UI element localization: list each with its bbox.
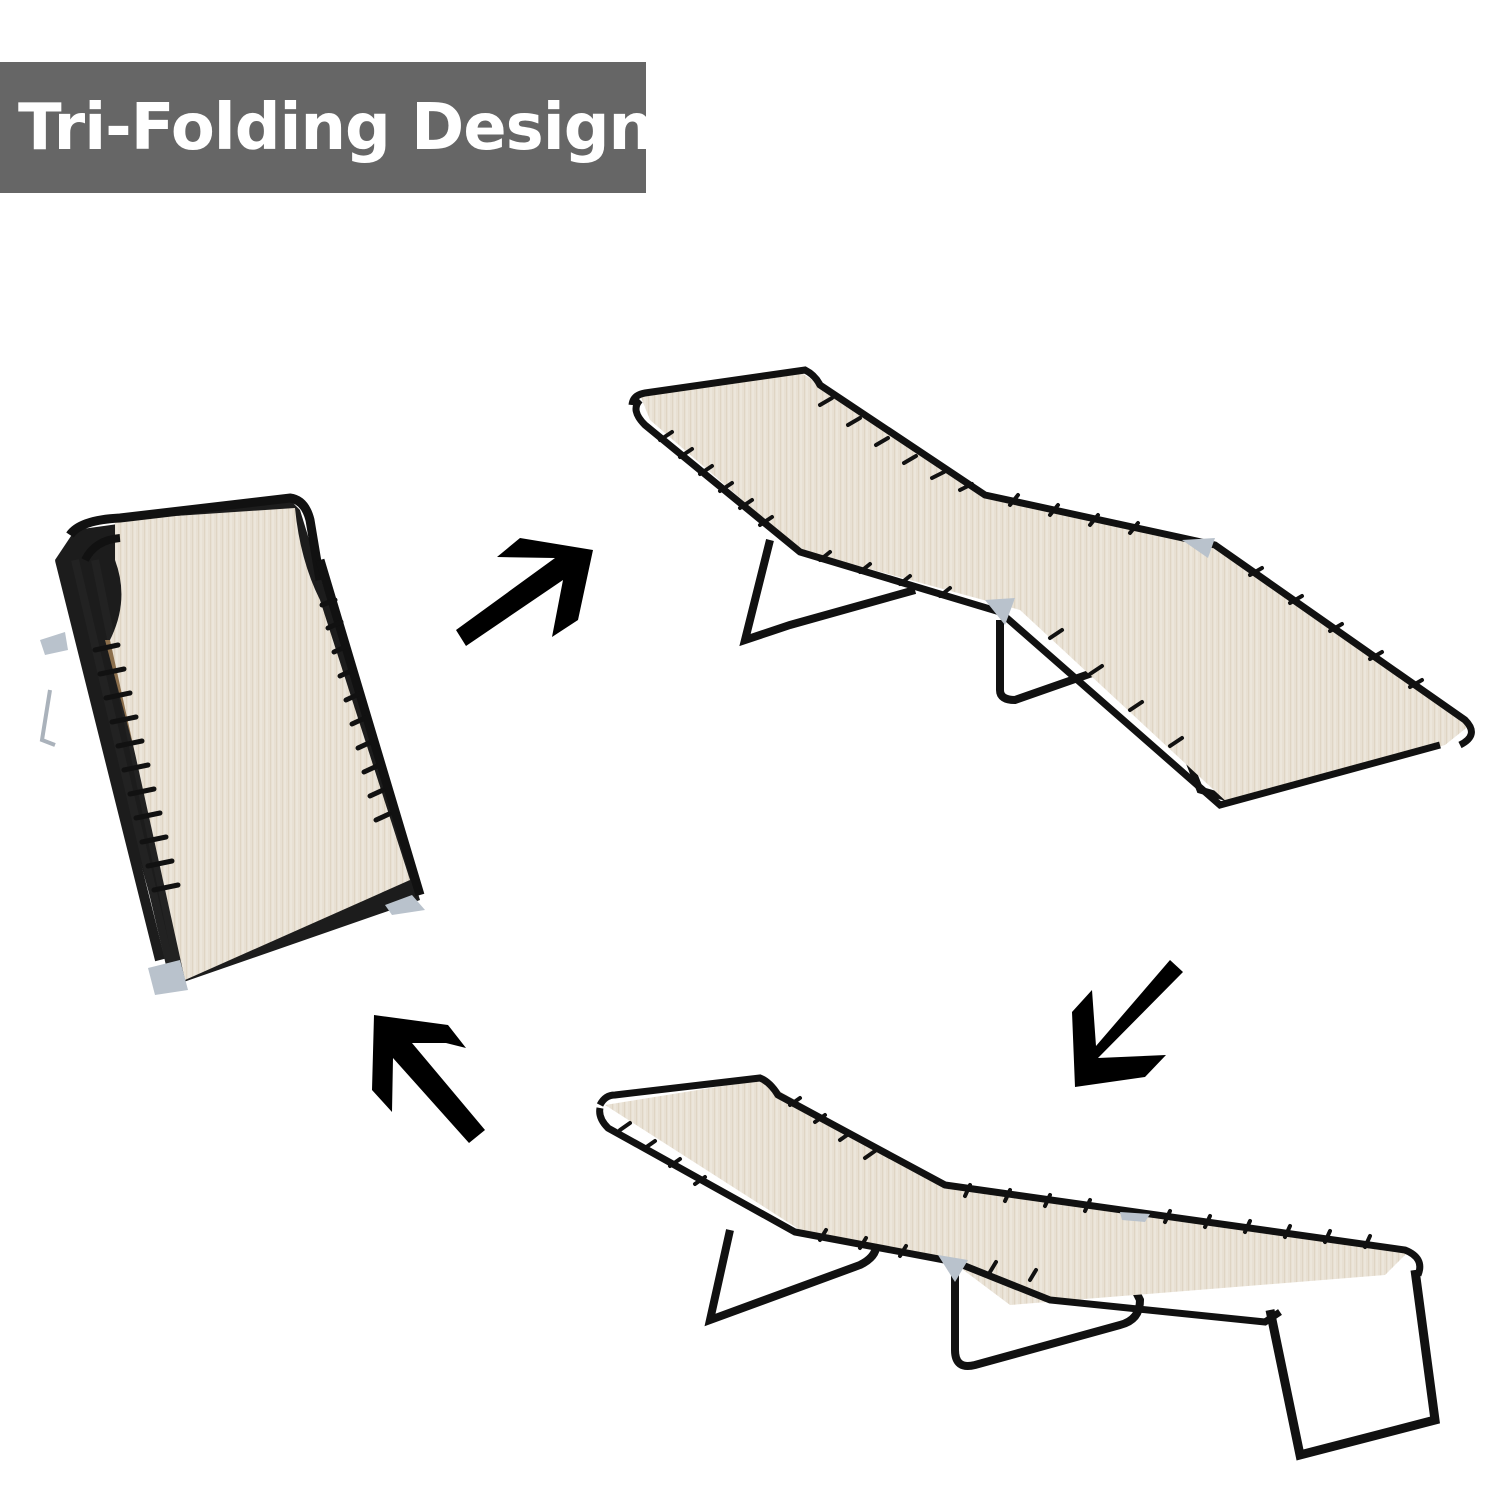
- hinge-plate: [40, 632, 68, 655]
- title-banner: Tri-Folding Design: [0, 62, 654, 193]
- arrow-up-right-icon: [456, 538, 593, 646]
- reclined-chair-illustration: [628, 366, 1475, 809]
- flat-chair-illustration: [596, 1074, 1440, 1461]
- hinge-plate: [1182, 538, 1215, 558]
- arrow-down-left-icon: [1072, 960, 1183, 1087]
- hinge-plate: [1120, 1212, 1150, 1222]
- hinge-plate: [938, 1255, 968, 1282]
- folded-chair-illustration: [39, 493, 425, 995]
- fabric-panel: [640, 372, 1470, 805]
- fabric-panel: [605, 1080, 1410, 1305]
- hinge-plate: [385, 895, 425, 915]
- hinge-plate: [148, 960, 188, 995]
- arrow-up-left-icon: [372, 1015, 485, 1143]
- hinge-plate: [985, 598, 1015, 625]
- title-text: Tri-Folding Design: [18, 90, 654, 165]
- fabric-panel: [110, 508, 410, 980]
